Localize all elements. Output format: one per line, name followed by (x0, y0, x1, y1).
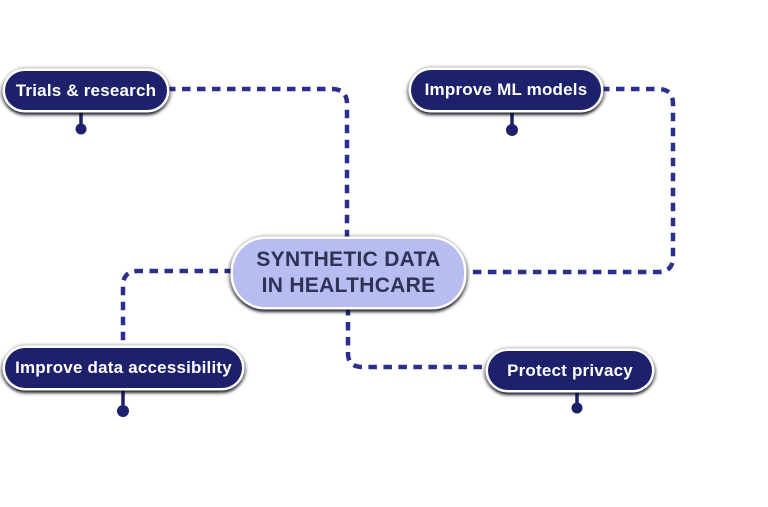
node-protect-privacy: Protect privacy (488, 351, 652, 390)
pin-improve-data-accessibility (117, 386, 129, 417)
hub-label-line2: IN HEALTHCARE (261, 274, 436, 297)
node-improve-data-accessibility-label: Improve data accessibility (15, 358, 232, 377)
pin-protect-privacy (571, 388, 583, 414)
connector-trials-to-center (167, 86, 350, 237)
connector-center-to-accessibility (120, 268, 233, 346)
node-improve-data-accessibility: Improve data accessibility (5, 348, 242, 388)
node-trials-research-label: Trials & research (15, 80, 157, 100)
node-synthetic-data-in-healthcare: SYNTHETIC DATA IN HEALTHCARE (233, 239, 464, 307)
node-improve-ml-models: Improve ML models (411, 70, 601, 110)
connector-ml-to-center (466, 86, 676, 275)
pin-trials-research (75, 107, 87, 135)
node-improve-ml-models-label: Improve ML models (424, 80, 588, 99)
hub-label-line1: SYNTHETIC DATA (256, 248, 441, 271)
connector-center-to-privacy (345, 307, 486, 370)
node-protect-privacy-label: Protect privacy (507, 360, 633, 380)
pin-improve-ml-models (506, 107, 518, 136)
node-trials-research: Trials & research (5, 71, 167, 110)
